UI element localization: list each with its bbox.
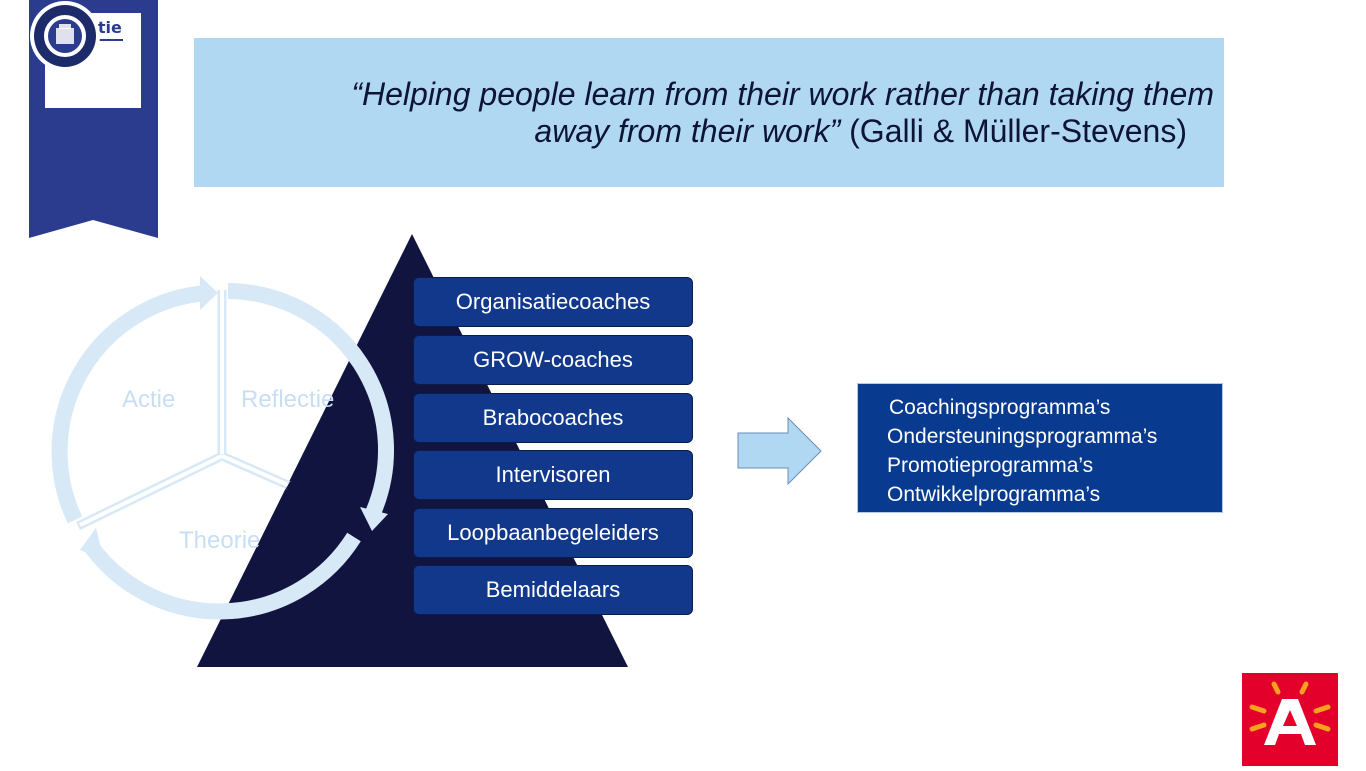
programs-box: Coachingsprogramma’s Ondersteuningsprogr… [857, 383, 1223, 513]
quote-banner: “Helping people learn from their work ra… [194, 38, 1224, 187]
cycle-arrowhead-left [80, 528, 104, 560]
coach-box-loopbaanbegeleiders: Loopbaanbegeleiders [413, 508, 693, 558]
stad-antwerpen-logo [1242, 673, 1338, 766]
cycle-spoke-left-inner [79, 454, 223, 527]
cycle-label-theorie: Theorie [179, 527, 261, 554]
quote-line-2: away from their work” (Galli & Müller-St… [534, 112, 1187, 150]
program-item: Ondersteuningsprogramma’s [887, 425, 1158, 448]
cycle-arc-actie [51, 285, 209, 524]
quote-line-1: “Helping people learn from their work ra… [351, 75, 1214, 113]
politie-banner: Politie [29, 0, 158, 238]
right-arrow-icon [737, 417, 822, 485]
cycle-arrowhead-right [360, 507, 388, 531]
quote-text-1: “Helping people learn from their work ra… [351, 76, 1214, 112]
pyramid-shape [197, 234, 628, 667]
cycle-spoke-right-inner [221, 454, 289, 487]
coach-box-intervisoren: Intervisoren [413, 450, 693, 500]
cycle-arc-theorie [83, 532, 361, 620]
stad-antwerpen-a-icon [1249, 681, 1331, 745]
quote-author: (Galli & Müller-Stevens) [840, 113, 1187, 149]
coach-box-organisatiecoaches: Organisatiecoaches [413, 277, 693, 327]
cycle-spoke-right-dark [285, 481, 365, 531]
program-item: Coachingsprogramma’s [889, 396, 1111, 419]
cycle-label-reflectie: Reflectie [241, 386, 335, 413]
program-item: Ontwikkelprogramma’s [887, 483, 1101, 506]
program-item: Promotieprogramma’s [887, 454, 1094, 477]
quote-text-2: away from their work” [534, 113, 841, 149]
coach-box-bemiddelaars: Bemiddelaars [413, 565, 693, 615]
cycle-arrowhead-top [200, 276, 218, 310]
cycle-arc-reflectie [227, 283, 394, 517]
cycle-label-actie: Actie [122, 386, 176, 413]
coach-box-grow-coaches: GROW-coaches [413, 335, 693, 385]
coach-box-brabocoaches: Brabocoaches [413, 393, 693, 443]
politie-antwerpen-seal-icon [30, 1, 100, 71]
